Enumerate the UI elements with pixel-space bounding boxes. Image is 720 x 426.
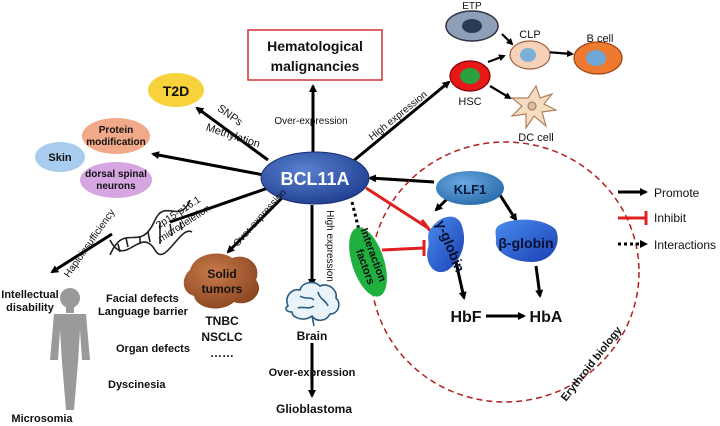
brain-label: Brain [297,329,328,343]
etp-cell-icon [445,10,499,42]
bcl11a-node [260,151,370,205]
hbf-label: HbF [450,309,481,326]
protein-line2: modification [86,137,145,148]
hematological-box [247,29,383,81]
brain-icon [285,281,340,327]
legend: Promote Inhibit Interactions [618,186,716,252]
arrow-clp-to-bcell [545,50,574,58]
high-expression-brain-label: High expression [324,210,335,282]
solid-tumors-node [183,253,260,309]
glioblastoma-label: Glioblastoma [276,402,352,416]
arrow-to-human [50,232,113,274]
t2d-label: T2D [163,83,189,99]
tnbc-label: TNBC [205,314,239,328]
protein-line1: Protein [99,125,133,136]
nsclc-label: NSCLC [201,330,243,344]
hematological-line2: malignancies [271,58,360,74]
clp-cell-icon [509,40,551,70]
facial-defects-label: Facial defects [106,293,179,305]
arrow-klf1-to-bcl11a [368,174,435,184]
over-expression-brain-label: Over-expression [269,367,356,379]
clp-label: CLP [519,29,540,41]
inhibit-bcl11a-to-gamma [365,186,429,230]
dna-helix-icon [109,199,193,256]
language-barrier-label: Language barrier [98,306,189,318]
hsc-label: HSC [458,96,481,108]
hsc-cell-icon [449,60,491,92]
arrow-to-tumors [226,196,284,254]
interaction-factors-node [349,227,387,297]
arrow-to-hsc [351,80,451,164]
t2d-node [148,73,204,107]
skin-label: Skin [48,152,72,164]
arrow-etp-to-clp [501,33,514,46]
organ-defects-label: Organ defects [116,343,190,355]
legend-inhibit-label: Inhibit [654,211,687,225]
b-cell-label: B cell [587,33,614,45]
legend-promote-label: Promote [654,186,700,200]
intellectual-line1: Intellectual [1,289,58,301]
microsomia-label: Microsomia [11,413,73,425]
skin-node [35,142,85,172]
dyscinesia-label: Dyscinesia [108,379,166,391]
klf1-label: KLF1 [454,182,487,197]
protein-modification-node [82,118,150,154]
methylation-label: Methylation [204,122,261,151]
arrow-to-dna [169,186,269,224]
arrow-gamma-to-hbf [454,261,467,300]
hba-label: HbA [530,309,563,326]
arrow-to-t2d [195,106,269,162]
gamma-globin-node [427,216,465,273]
dc-cell-icon [510,84,558,130]
beta-globin-node [495,219,558,262]
neurons-line2: neurons [96,181,136,192]
solid-tumors-line1: Solid [207,267,236,281]
beta-globin-label: β-globin [498,235,553,251]
etp-label: ETP [462,1,482,12]
ellipsis-label: …… [210,346,234,360]
b-cell-icon [573,41,623,75]
erythroid-biology-label: Erythroid biology [559,324,625,404]
klf1-node [436,171,504,205]
inhibit-factors-to-gamma [381,246,425,252]
arrow-to-protein [151,151,265,177]
intellectual-line2: disability [6,302,55,314]
arrow-hsc-to-clp [487,54,506,64]
arrow-klf1-to-beta [498,194,518,222]
solid-tumors-line2: tumors [202,282,243,296]
dorsal-spinal-neurons-node [80,162,152,198]
arrow-beta-to-hba [534,265,544,298]
haploinsufficiency-label: Haploinsufficiency [62,207,117,279]
neurons-line1: dorsal spinal [85,169,147,180]
inhibit-lines [365,186,436,256]
dc-cell-label: DC cell [518,132,553,144]
arrow-hsc-to-dc [489,85,512,100]
over-expression-top-label: Over-expression [274,116,347,127]
legend-interactions-label: Interactions [654,238,716,252]
human-body-icon [50,288,90,410]
bcl11a-label: BCL11A [280,169,349,189]
high-expression-hsc-label: High expression [367,89,430,143]
hematological-line1: Hematological [267,38,363,54]
